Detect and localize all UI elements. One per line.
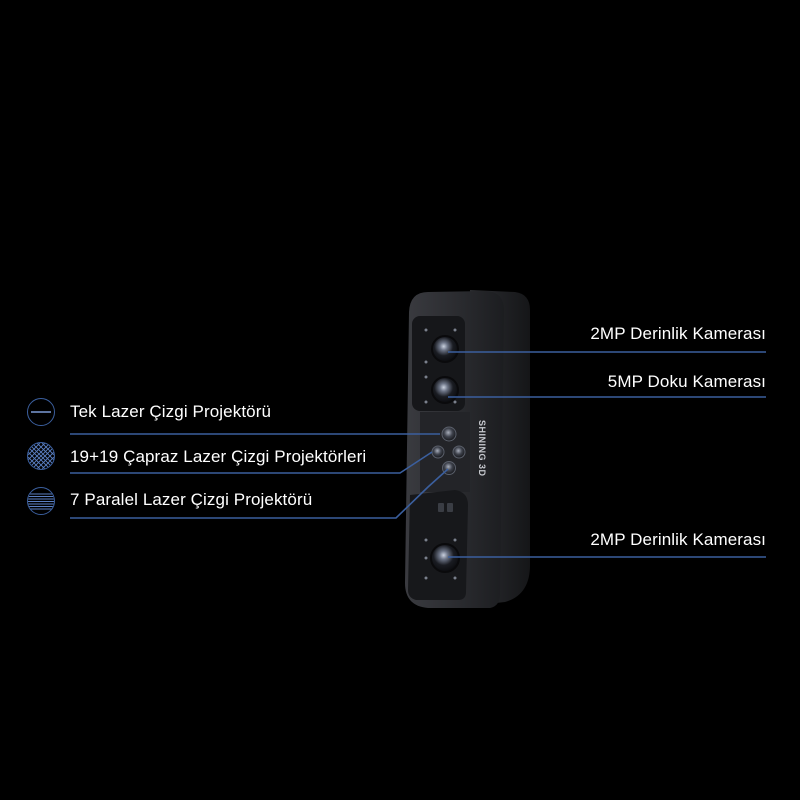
cross-laser-projector-left <box>431 445 445 459</box>
label-single-laser-projector: Tek Lazer Çizgi Projektörü <box>70 402 272 421</box>
texture-camera-lens <box>431 376 459 404</box>
parallel-lines-icon <box>27 487 55 515</box>
callout-line-parallel-laser <box>70 468 449 519</box>
cross-laser-projector-right <box>452 445 466 459</box>
projector-section <box>420 412 470 492</box>
bottom-depth-camera-lens <box>430 543 460 573</box>
label-parallel-laser-projector: 7 Paralel Lazer Çizgi Projektörü <box>70 490 313 509</box>
label-top-depth-camera: 2MP Derinlik Kamerası <box>590 324 766 343</box>
label-texture-camera: 5MP Doku Kamerası <box>607 372 766 391</box>
label-cross-laser-projectors: 19+19 Çapraz Lazer Çizgi Projektörleri <box>70 447 367 466</box>
single-line-icon <box>27 398 55 426</box>
cross-grid-icon <box>27 442 55 470</box>
label-bottom-depth-camera: 2MP Derinlik Kamerası <box>590 530 766 549</box>
callout-line-cross-laser <box>70 451 433 474</box>
top-depth-camera-lens <box>431 335 459 363</box>
device-brand-text: SHINING 3D <box>477 420 487 477</box>
single-laser-projector <box>441 426 457 442</box>
